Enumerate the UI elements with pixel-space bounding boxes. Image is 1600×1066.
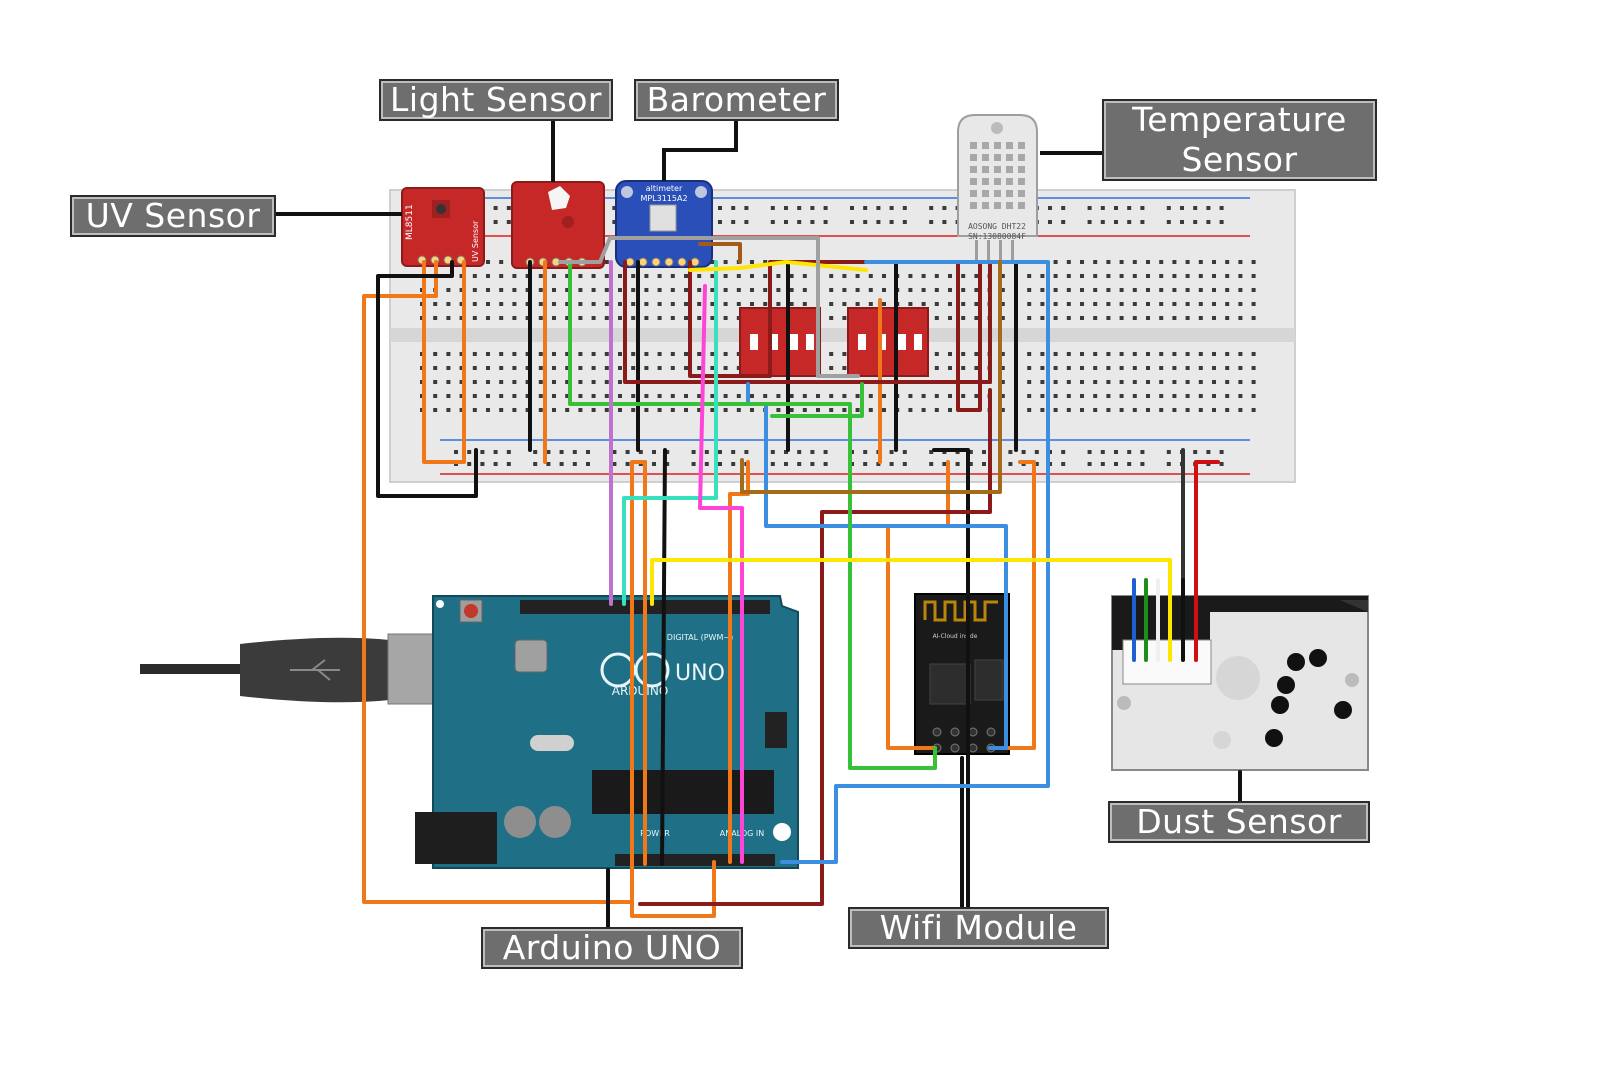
wire-black — [660, 448, 667, 866]
barometer-label-text: Barometer — [646, 80, 827, 119]
dust-sensor-label-text: Dust Sensor — [1136, 802, 1342, 841]
barometer-label: Barometer — [634, 79, 839, 121]
arduino-power-text: POWER — [640, 829, 670, 838]
wire-orange — [362, 260, 647, 904]
temperature-sensor-label: Temperature Sensor — [1102, 99, 1377, 181]
dht-label-1: AOSONG DHT22 — [968, 222, 1026, 231]
temperature-sensor-label-line2: Sensor — [1181, 140, 1298, 179]
wire-black — [376, 260, 478, 498]
level-shifter-1 — [739, 307, 821, 377]
wire-gray — [558, 236, 860, 378]
uv-sensor-board: ML8511 UV Sensor — [401, 187, 485, 267]
uv-chip-label: ML8511 — [405, 204, 415, 240]
wire-yellow — [688, 260, 868, 272]
uv-side-label: UV Sensor — [471, 220, 480, 262]
wire-black — [932, 448, 970, 912]
wifi-module-label: Wifi Module — [848, 907, 1109, 949]
arduino-digital-text: DIGITAL (PWM~) — [667, 633, 733, 642]
wire-orange — [422, 260, 464, 464]
arduino-uno-label: Arduino UNO — [481, 927, 743, 969]
wire-orange — [988, 460, 1036, 750]
wire-teal — [622, 260, 718, 606]
wire-pink — [698, 284, 744, 864]
wire-darkred — [638, 388, 992, 906]
wifi-module-board: AI-Cloud inside — [914, 593, 1010, 755]
arduino-logo-text: ARDUINO — [612, 684, 669, 698]
light-sensor-label: Light Sensor — [379, 79, 613, 121]
arduino-uno-text: UNO — [675, 661, 725, 686]
uv-sensor-label: UV Sensor — [70, 195, 276, 237]
wire-orange — [630, 860, 716, 918]
wire-green — [568, 260, 937, 770]
barometer-brand: altimeter — [646, 184, 683, 193]
usb-cable — [140, 633, 441, 705]
wire-green — [770, 382, 864, 418]
breadboard — [389, 189, 1296, 483]
wire-darkred — [698, 242, 742, 264]
light-sensor-label-text: Light Sensor — [390, 80, 602, 119]
temperature-sensor-label-line1: Temperature — [1132, 100, 1347, 139]
uv-sensor-label-text: UV Sensor — [85, 196, 261, 235]
dust-sensor-label: Dust Sensor — [1108, 801, 1370, 843]
barometer-board: altimeter MPL3115A2 — [615, 180, 713, 268]
light-sensor-board — [511, 181, 605, 269]
level-shifter-2 — [847, 307, 929, 377]
barometer-chip-label: MPL3115A2 — [640, 194, 687, 203]
wifi-brand-text: AI-Cloud inside — [933, 633, 978, 640]
callout-lines — [276, 120, 1102, 216]
dht-label-2: SN:13080084F — [968, 232, 1026, 241]
wires — [362, 236, 1242, 932]
dust-sensor-body — [1111, 595, 1369, 771]
wire-orange — [728, 460, 750, 864]
arduino-uno-label-text: Arduino UNO — [502, 928, 722, 967]
wire-blue — [780, 260, 1050, 864]
wifi-module-label-text: Wifi Module — [879, 908, 1078, 947]
temperature-sensor: AOSONG DHT22 SN:13080084F — [957, 114, 1038, 260]
wire-darkred — [623, 260, 992, 384]
arduino-uno-board: ARDUINO UNO DIGITAL (PWM~) ANALOG IN POW… — [415, 595, 799, 869]
wire-brown — [740, 260, 1002, 494]
